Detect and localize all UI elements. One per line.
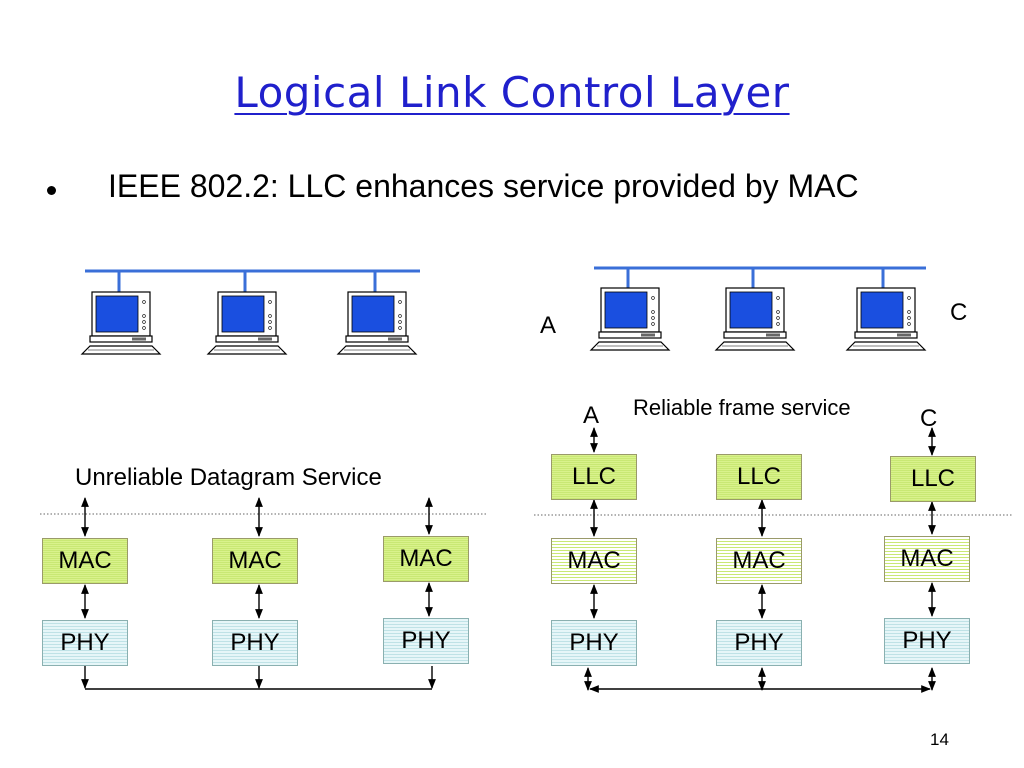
- phy-box: PHY: [212, 620, 298, 666]
- reliable-service-label: Reliable frame service: [633, 395, 851, 420]
- desktop-computer-icon: [337, 291, 417, 355]
- host-a-label: A: [540, 312, 557, 339]
- right-network-bus: [594, 266, 926, 288]
- right-stack-arrows: [584, 427, 936, 693]
- phy-box: PHY: [551, 620, 637, 666]
- bullet-icon: [47, 186, 56, 195]
- left-stack-arrows: [81, 497, 436, 690]
- llc-box: LLC: [551, 454, 637, 500]
- phy-box: PHY: [884, 618, 970, 664]
- phy-box: PHY: [383, 618, 469, 664]
- llc-box: LLC: [890, 456, 976, 502]
- desktop-computer-icon: [846, 287, 926, 351]
- desktop-computer-icon: [590, 287, 670, 351]
- unreliable-service-label: Unreliable Datagram Service: [75, 464, 382, 491]
- page-title: Logical Link Control Layer: [234, 68, 790, 117]
- left-network-bus: [85, 269, 420, 292]
- desktop-computer-icon: [715, 287, 795, 351]
- stack-c-label: C: [920, 405, 938, 432]
- desktop-computer-icon: [81, 291, 161, 355]
- mac-box: MAC: [716, 538, 802, 584]
- phy-box: PHY: [42, 620, 128, 666]
- mac-box: MAC: [42, 538, 128, 584]
- page-number: 14: [930, 730, 949, 749]
- bullet-text: IEEE 802.2: LLC enhances service provide…: [108, 168, 859, 204]
- mac-box: MAC: [212, 538, 298, 584]
- mac-box: MAC: [383, 536, 469, 582]
- mac-box: MAC: [884, 536, 970, 582]
- stack-a-label: A: [583, 402, 600, 429]
- phy-box: PHY: [716, 620, 802, 666]
- desktop-computer-icon: [207, 291, 287, 355]
- llc-box: LLC: [716, 454, 802, 500]
- mac-box: MAC: [551, 538, 637, 584]
- host-c-label: C: [950, 299, 968, 326]
